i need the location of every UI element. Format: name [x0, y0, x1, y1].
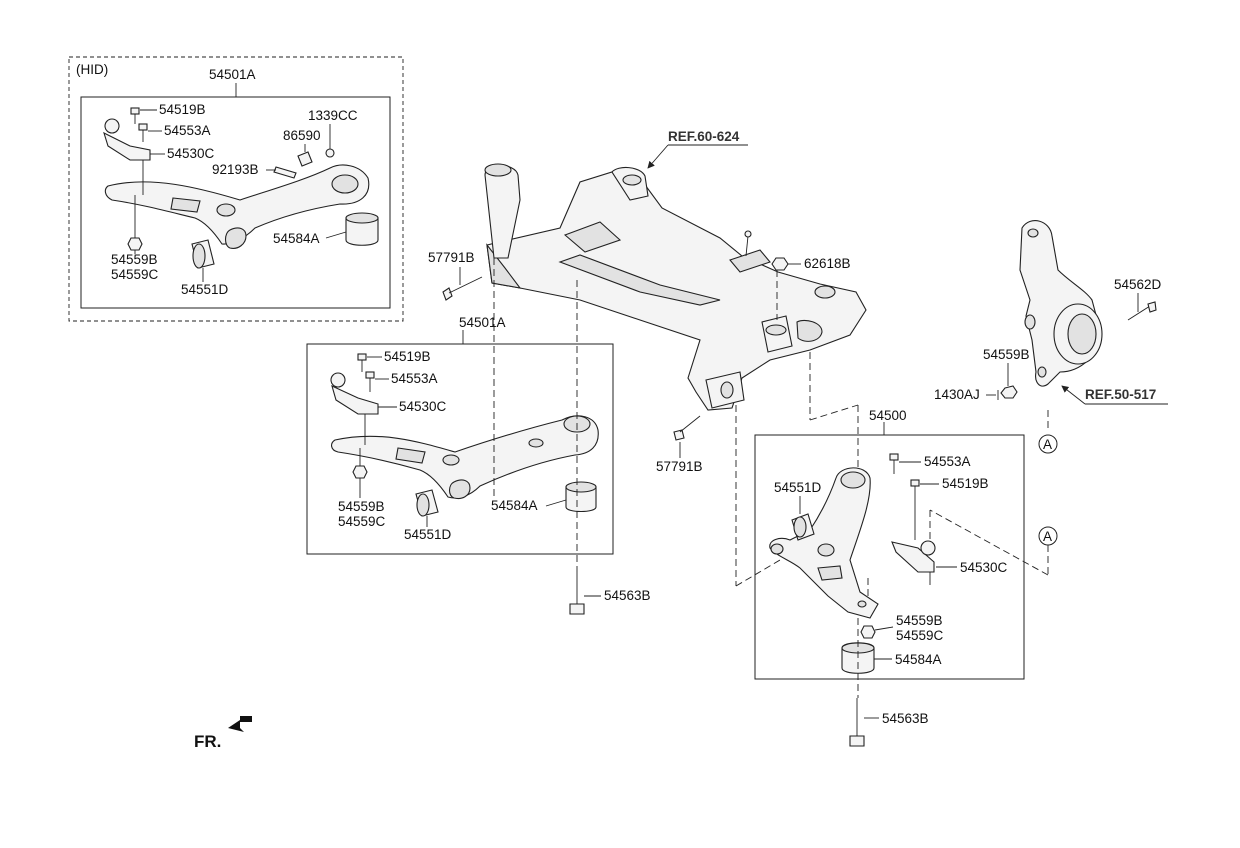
left-bolt-57791B [442, 276, 483, 301]
mid-nut-alt-label: 54559C [338, 514, 386, 529]
mid-balljoint [330, 372, 379, 445]
top-bolt-ball-label: 54519B [159, 102, 206, 117]
left-bolt-57791-label: 57791B [428, 250, 475, 265]
right-balljoint-label: 54530C [960, 560, 1008, 575]
knuckle-nut-label: 54559B [983, 347, 1030, 362]
right-nut [860, 625, 876, 639]
right-bolt-54553A [889, 453, 899, 474]
top-nut [127, 195, 143, 251]
right-bushing-front [791, 513, 815, 541]
right-nut-alt-label: 54559C [896, 628, 944, 643]
subframe-nut-label: 62618B [804, 256, 851, 271]
steering-knuckle [1019, 220, 1103, 387]
subframe-nut-62618B [771, 257, 789, 271]
top-lower-control-arm [104, 164, 370, 249]
top-bushing-front [191, 239, 215, 269]
top-sensor-86590 [297, 148, 335, 167]
hid-dashed-frame [68, 56, 404, 322]
mid-nut-label: 54559B [338, 499, 385, 514]
marker-a-lower: A [1038, 526, 1058, 575]
mid-lower-control-arm [331, 415, 599, 500]
marker-a-upper-label: A [1043, 437, 1052, 452]
knuckle-pin-label: 1430AJ [934, 387, 980, 402]
mid-bolt-54553A [365, 371, 375, 392]
right-bushing-front-label: 54551D [774, 480, 822, 495]
mid-bushing-rear [565, 481, 597, 513]
front-arrow-icon [228, 716, 252, 732]
mid-assembly-label: 54501A [459, 315, 506, 330]
top-bolt-54553A [138, 123, 148, 142]
mid-long-bolt [569, 572, 585, 615]
right-assembly-label: 54500 [869, 408, 907, 423]
mid-assembly-box [306, 343, 614, 555]
marker-a-upper: A [1038, 434, 1058, 454]
mid-bolt-54519B [357, 353, 367, 372]
lower-bolt-57791-label: 57791B [656, 459, 703, 474]
right-bushing-rear-label: 54584A [895, 652, 942, 667]
top-bolt-54519B [130, 107, 140, 124]
mid-balljoint-label: 54530C [399, 399, 447, 414]
right-bolt-54519B [910, 479, 920, 540]
top-nut-alt-label: 54559C [111, 267, 159, 282]
top-balljoint-label: 54530C [167, 146, 215, 161]
hid-assembly-box [80, 96, 391, 309]
lower-bolt-57791B [673, 415, 701, 441]
right-balljoint [891, 540, 936, 585]
top-bushing-front-label: 54551D [181, 282, 229, 297]
top-balljoint [103, 118, 151, 195]
ref-subframe: REF.60-624 [668, 129, 740, 144]
right-long-bolt [849, 698, 865, 747]
mid-nut [352, 448, 368, 479]
top-screw-label: 92193B [212, 162, 259, 177]
top-bushing-rear-label: 54584A [273, 231, 320, 246]
ref-knuckle: REF.50-517 [1085, 387, 1156, 402]
mid-long-bolt-label: 54563B [604, 588, 651, 603]
top-assembly-label: 54501A [209, 67, 256, 82]
front-subframe [484, 163, 867, 411]
top-nut-label: 54559B [111, 252, 158, 267]
mid-bolt-a-label: 54553A [391, 371, 438, 386]
mid-bolt-ball-label: 54519B [384, 349, 431, 364]
top-grommet-label: 1339CC [308, 108, 358, 123]
right-lower-control-arm [769, 467, 879, 619]
knuckle-bolt-54562D [1127, 301, 1157, 321]
mid-bushing-front-label: 54551D [404, 527, 452, 542]
right-assembly-box [754, 434, 1025, 680]
mid-bushing-rear-label: 54584A [491, 498, 538, 513]
top-sensor-label: 86590 [283, 128, 321, 143]
hid-label: (HID) [76, 62, 108, 77]
right-long-bolt-label: 54563B [882, 711, 929, 726]
right-nut-label: 54559B [896, 613, 943, 628]
knuckle-bolt-label: 54562D [1114, 277, 1162, 292]
knuckle-nut [1000, 385, 1018, 399]
mid-bushing-front [415, 489, 439, 517]
right-bolt-a-label: 54553A [924, 454, 971, 469]
marker-a-lower-label: A [1043, 529, 1052, 544]
top-bolt-a-label: 54553A [164, 123, 211, 138]
top-bushing-rear [345, 212, 379, 246]
front-direction-label: FR. [194, 732, 221, 751]
top-screw-92193B [273, 166, 297, 179]
right-bolt-ball-label: 54519B [942, 476, 989, 491]
